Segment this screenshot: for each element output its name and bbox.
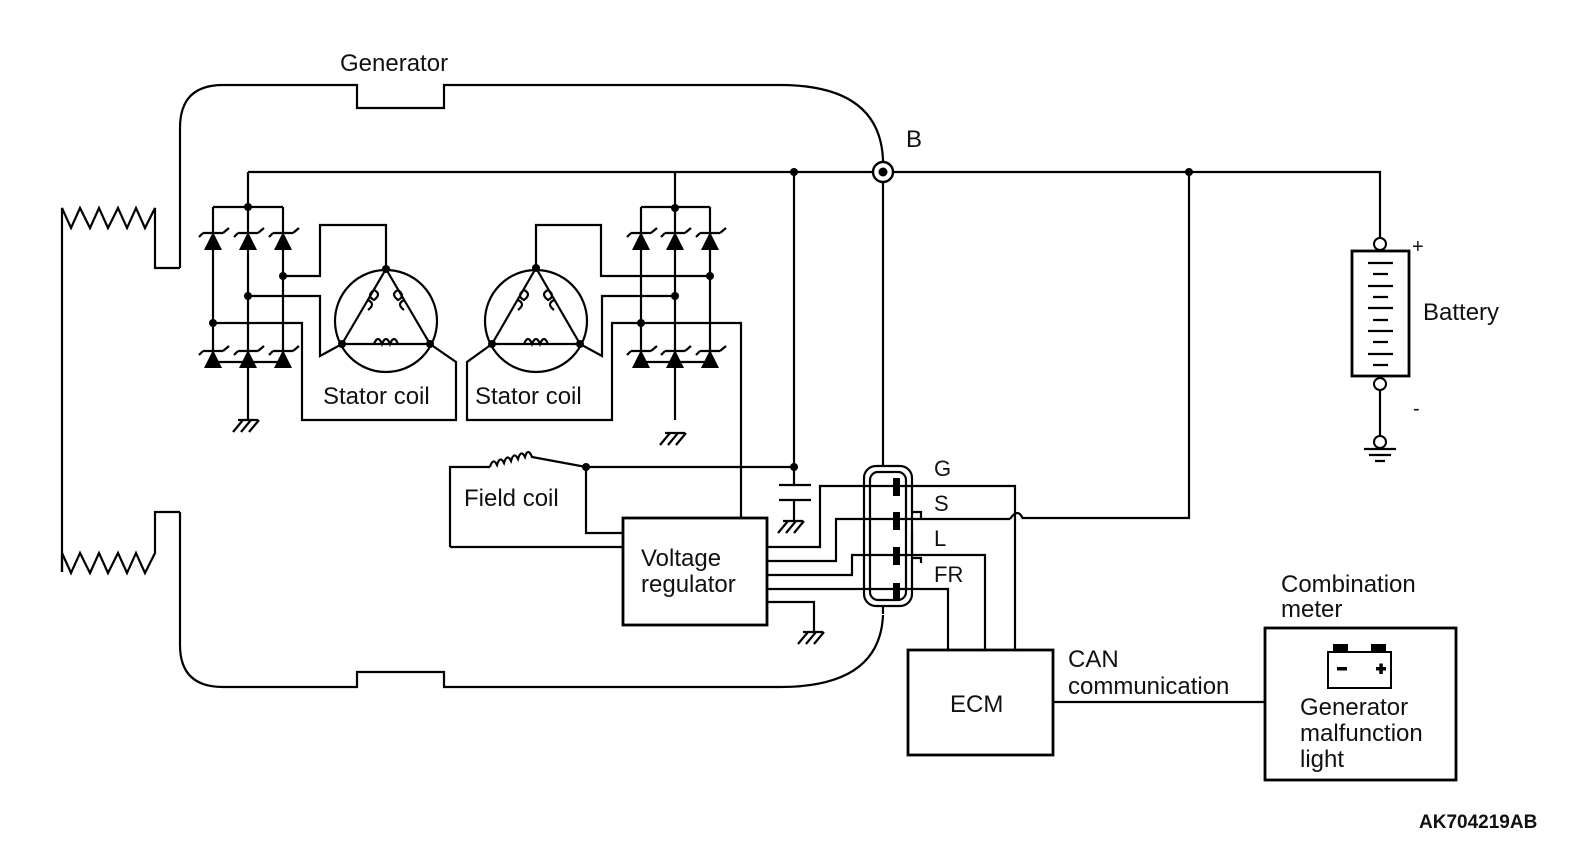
rotor-brush-assembly [60, 205, 180, 576]
stator-coil-right [465, 223, 743, 518]
capacitor [777, 172, 811, 534]
battery [1350, 237, 1411, 463]
ecm [906, 648, 1265, 757]
diode-icon [626, 227, 727, 250]
battery-minus-label: - [1413, 398, 1420, 420]
combination-meter-label-line1: Combination [1281, 571, 1416, 598]
ecm-label: ECM [950, 691, 1003, 718]
battery-label: Battery [1423, 299, 1499, 326]
battery-warning-icon [1327, 644, 1392, 689]
diode-icon [626, 345, 727, 368]
stator-coil-left [213, 223, 458, 422]
field-coil [448, 450, 794, 549]
generator-label: Generator [340, 50, 448, 77]
pin-fr-label: FR [934, 562, 963, 587]
diode-icon [198, 227, 300, 250]
ground-icon [797, 630, 825, 645]
ground-icon [232, 418, 260, 433]
pin-g [893, 478, 900, 496]
generator-housing [178, 83, 885, 689]
stator-coil-left-label: Stator coil [323, 383, 430, 410]
b-terminal-label: B [906, 126, 922, 153]
connector [862, 462, 923, 614]
ground-icon [777, 519, 805, 534]
battery-plus-label: + [1412, 236, 1424, 258]
voltage-regulator-label-line1: Voltage [641, 545, 721, 572]
rectifier-bridge-right [626, 172, 727, 446]
warning-light-label-line1: Generator [1300, 694, 1408, 721]
pin-l [893, 547, 900, 565]
ground-icon [659, 431, 687, 446]
voltage-regulator-label-line2: regulator [641, 571, 736, 598]
can-label-line1: CAN [1068, 646, 1119, 673]
pin-g-label: G [934, 456, 951, 481]
can-label-line2: communication [1068, 673, 1229, 700]
voltage-regulator [621, 484, 1017, 650]
pin-l-label: L [934, 526, 946, 551]
diode-icon [198, 345, 300, 368]
combination-meter [1263, 626, 1458, 782]
b-plus-bus [248, 160, 1382, 520]
warning-light-label-line3: light [1300, 746, 1344, 773]
warning-light-label-line2: malfunction [1300, 720, 1423, 747]
pin-s-label: S [934, 491, 949, 516]
wire-crossover [1009, 511, 1025, 520]
stator-coil-right-label: Stator coil [475, 383, 582, 410]
ground-icon [1364, 447, 1396, 463]
pin-fr [893, 583, 900, 601]
figure-code: AK704219AB [1419, 812, 1537, 833]
combination-meter-label-line2: meter [1281, 596, 1342, 623]
field-coil-label: Field coil [464, 485, 559, 512]
pin-s [893, 512, 900, 530]
rectifier-bridge-left [198, 172, 300, 433]
